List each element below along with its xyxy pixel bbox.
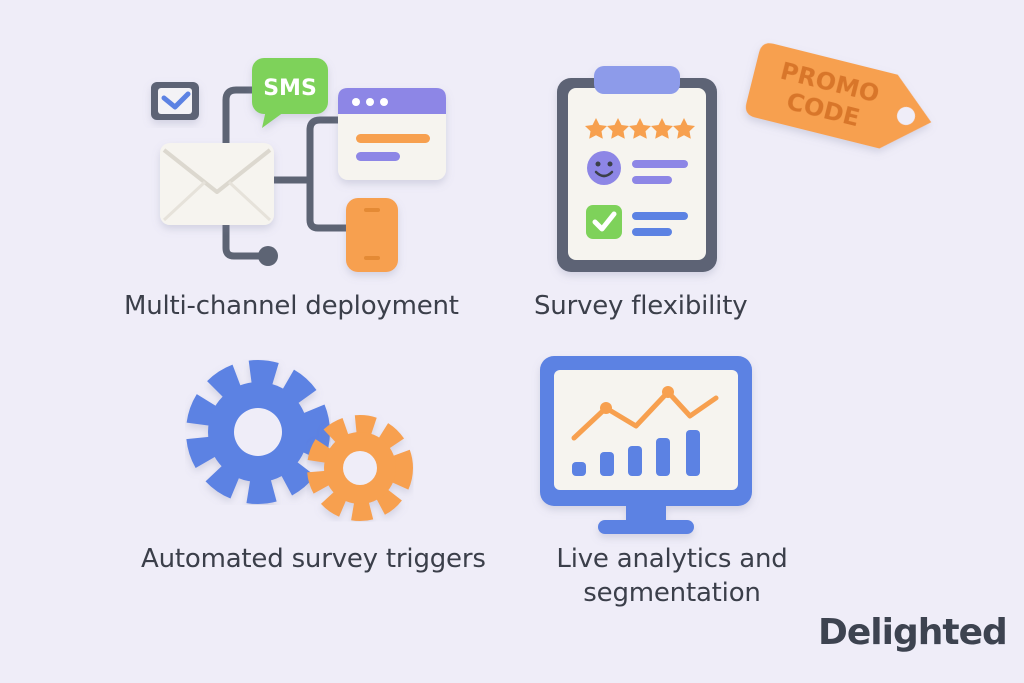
phone-icon	[346, 198, 398, 272]
brand-logo: Delighted	[818, 612, 1008, 653]
feature-label-survey-flexibility: Survey flexibility	[534, 291, 748, 321]
gear-icon-small	[307, 415, 413, 521]
smiley-icon	[587, 151, 621, 185]
trend-points	[600, 386, 674, 414]
envelope-icon	[160, 143, 274, 225]
gears-illustration	[186, 360, 413, 521]
clipboard-icon	[557, 66, 717, 272]
gear-icon	[186, 360, 330, 504]
feature-label-live-analytics-line1: Live analytics and	[556, 544, 788, 574]
connector-lines	[222, 86, 350, 260]
chart-bars	[572, 430, 700, 476]
sms-bubble-text: SMS	[263, 76, 317, 101]
promo-tag-icon: PROMO CODE	[745, 43, 932, 149]
feature-label-live-analytics: Live analytics and segmentation	[556, 542, 788, 610]
monitor-chart-icon	[540, 356, 752, 534]
check-icon	[586, 205, 622, 239]
checkbox-icon	[151, 82, 199, 120]
feature-label-live-analytics-line2: segmentation	[583, 578, 761, 608]
multichannel-illustration: SMS	[151, 58, 446, 272]
sms-bubble-icon: SMS	[252, 58, 328, 128]
survey-illustration: PROMO CODE	[557, 43, 932, 272]
connector-dot	[258, 246, 278, 266]
rating-stars	[585, 118, 695, 139]
browser-window-icon	[338, 88, 446, 180]
feature-label-multichannel: Multi-channel deployment	[124, 291, 459, 321]
feature-label-automated-triggers: Automated survey triggers	[141, 544, 486, 574]
trend-line	[571, 389, 719, 441]
